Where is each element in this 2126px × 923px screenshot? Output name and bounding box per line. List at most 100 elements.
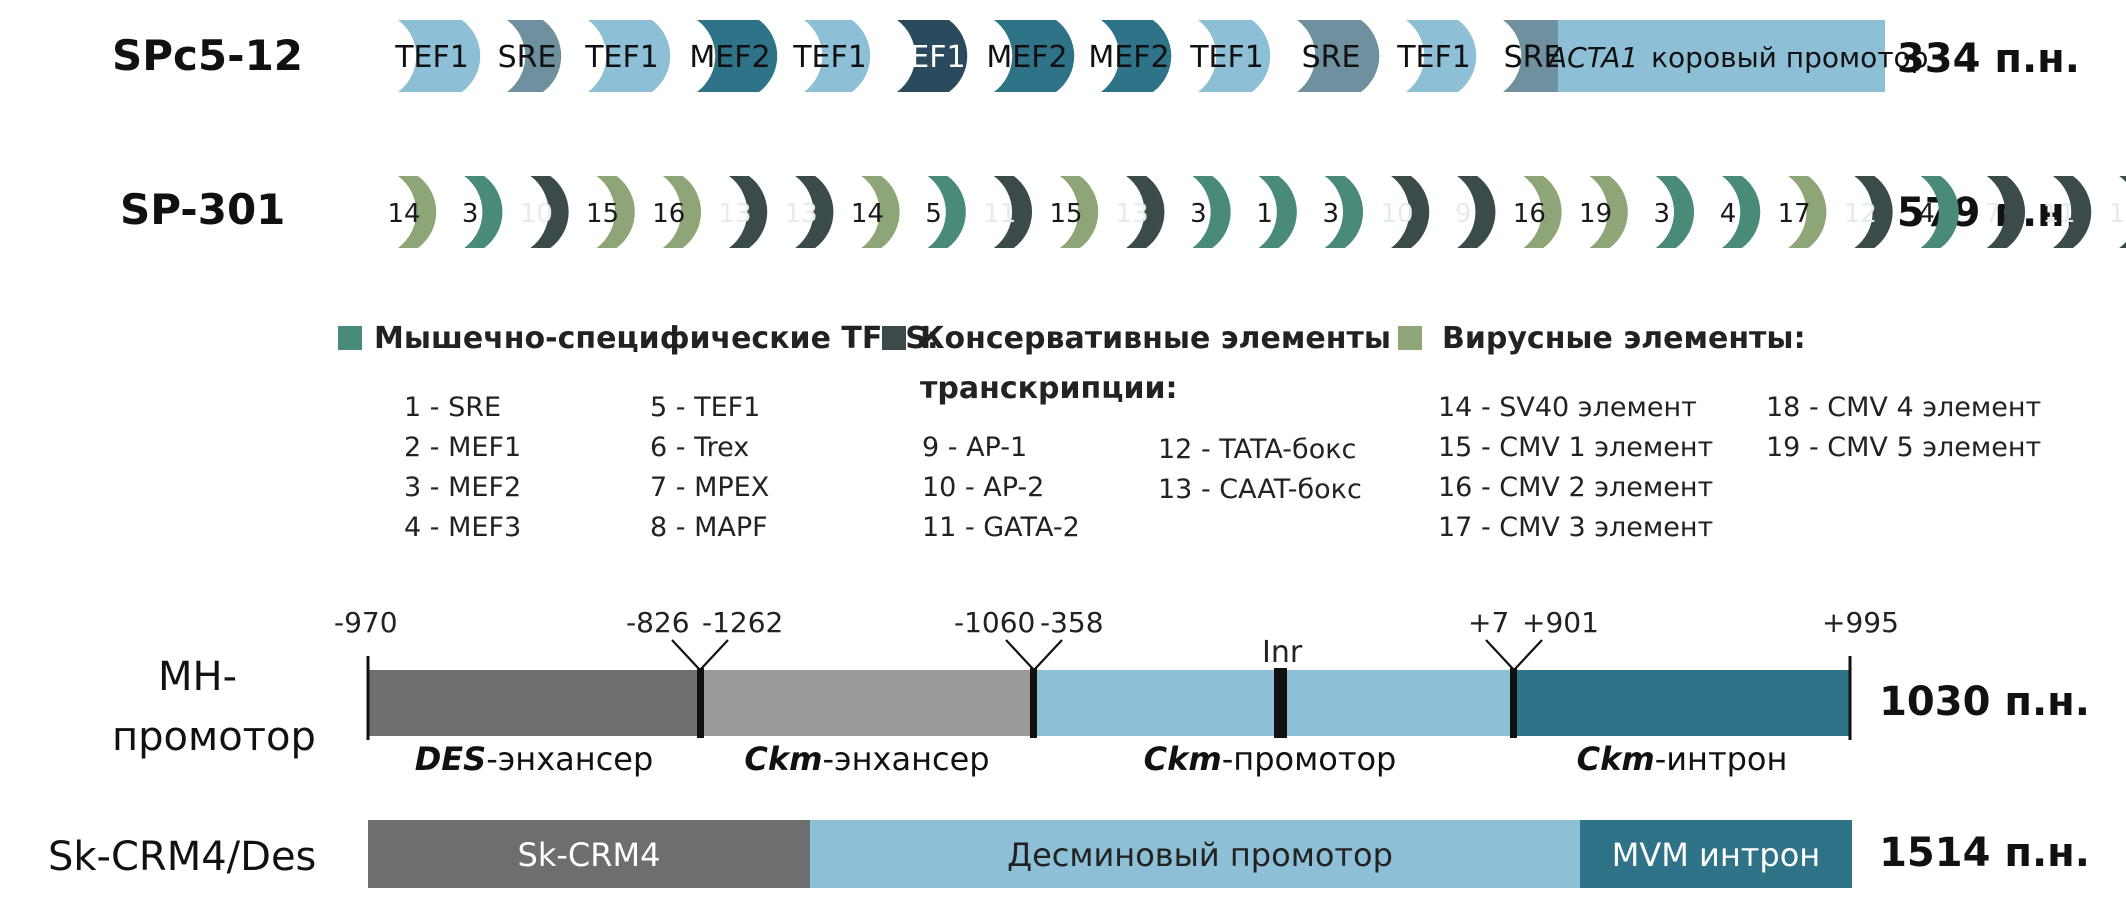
spc5-12-element: SRE <box>498 20 562 92</box>
spc5-12-element-label: TEF1 <box>584 40 659 75</box>
acta1-label: ACTA1 коровый промотор <box>1546 41 1928 74</box>
spc5-12-element-shape <box>1101 20 1172 92</box>
sp-301-element-label: 12 <box>1844 199 1877 229</box>
legend-muscle-swatch <box>338 326 362 350</box>
mh-label-rest: -интрон <box>1655 740 1788 778</box>
spc5-12-element-label: TEF1 <box>394 40 469 75</box>
sk-seg-sk-crm4 <box>368 820 810 888</box>
sp-301-element-label: 9 <box>1455 199 1472 229</box>
sp-301-element-shape <box>1126 176 1165 248</box>
spc5-12-element: SRE <box>1297 20 1380 92</box>
sp-301-element-shape <box>1457 176 1496 248</box>
spc5-12-element-shape <box>507 20 562 92</box>
sp-301-element-label: 11 <box>983 199 1016 229</box>
mh-coord: -358 <box>1040 606 1104 639</box>
sp-301-element: 19 <box>1579 176 1628 248</box>
spc5-12-element: TEF1 <box>1189 20 1271 92</box>
legend-viral-item: 15 - CMV 1 элемент <box>1438 432 1713 463</box>
sp-301-element: 16 <box>1513 176 1562 248</box>
mh-junction-v <box>1005 639 1063 672</box>
legend-muscle-item: 2 - MEF1 <box>404 432 521 463</box>
spc5-12-element: MEF2 <box>1088 20 1172 92</box>
mh-junction-bar <box>1030 668 1037 738</box>
sp-301-element-label: 1 <box>1256 199 1273 229</box>
spc5-12-element: TEF1 <box>1396 20 1477 92</box>
sp-301-element: 10 <box>520 176 569 248</box>
legend-viral-item: 16 - CMV 2 элемент <box>1438 472 1713 503</box>
sp-301-element-label: 17 <box>1778 199 1811 229</box>
sp-301-element-shape <box>464 176 503 248</box>
sp-301-element-shape <box>1986 176 2026 248</box>
mh-label-italic: Ckm <box>1144 740 1222 778</box>
mh-seg-ckm-intron <box>1514 670 1850 736</box>
mh-label-ckm-intron: Ckm-интрон <box>1577 740 1788 778</box>
sp-301-element-label: 14 <box>851 199 884 229</box>
legend-viral-item: 19 - CMV 5 элемент <box>1766 432 2041 463</box>
spc5-12-element-label: SRE <box>1504 40 1563 75</box>
spc5-12-element-label: MEF2 <box>689 40 770 75</box>
legend: Мышечно-специфические TFBS: 1 - SRE 2 - … <box>338 321 2041 543</box>
sp-301-element: 10 <box>1380 176 1430 248</box>
mh-coord: +901 <box>1522 606 1599 639</box>
spc5-12-name: SPc5-12 <box>112 31 303 80</box>
spc5-12-element-label: TEF1 <box>1189 40 1264 75</box>
sp-301-name: SP-301 <box>120 185 285 234</box>
sp-301-element-label: 13 <box>1116 199 1149 229</box>
sk-crm4-size: 1514 п.н. <box>1879 830 2090 876</box>
mh-junction-bar <box>1510 668 1517 738</box>
legend-conserved-item: 12 - TATA-бокс <box>1158 434 1356 465</box>
mh-coord: -1060 <box>954 606 1035 639</box>
mh-inr-bar <box>1274 668 1287 738</box>
spc5-12-element-label: SRE <box>498 40 557 75</box>
sk-seg-desmin-promoter <box>810 820 1580 888</box>
sp-301-element-label: 15 <box>586 199 619 229</box>
sp-301-element-label: 11 <box>2042 199 2075 229</box>
sp-301-element-shape <box>729 176 768 248</box>
sp-301-element-label: 13 <box>718 199 751 229</box>
legend-conserved-title-2: транскрипции: <box>920 371 1177 406</box>
legend-muscle-item: 6 - Trex <box>650 432 749 463</box>
mh-label-rest: -энхансер <box>823 740 990 778</box>
sp-301-element-shape <box>795 176 834 248</box>
sp-301-element-shape <box>1854 176 1893 248</box>
spc5-12-element: TEF1 <box>792 20 871 92</box>
sp-301-element-label: 10 <box>520 199 553 229</box>
sp-301-element-shape <box>1523 176 1562 248</box>
spc5-12-element: TEF1 <box>584 20 671 92</box>
mh-coord: -826 <box>626 606 690 639</box>
sp-301-element: 3 <box>1323 176 1364 248</box>
legend-muscle-item: 5 - TEF1 <box>650 392 760 423</box>
spc5-12-element: TEF1 <box>394 20 481 92</box>
sp-301-element-shape <box>927 176 966 248</box>
sp-301-element-shape <box>1589 176 1628 248</box>
sp-301-element-shape <box>1722 176 1761 248</box>
sp-301-element-shape <box>596 176 635 248</box>
sp-301-element-label: 10 <box>1380 199 1413 229</box>
sk-label-sk-crm4: Sk-CRM4 <box>518 836 661 874</box>
sp-301-element: 4 <box>1918 176 1959 248</box>
sp-301-element: 4 <box>1720 176 1761 248</box>
sp-301-element-label: 4 <box>1918 199 1935 229</box>
mh-promoter-map: -970 -826 -1262 -1060 -358 +7 +901 +995 … <box>334 606 1899 778</box>
sp-301-element: 1 <box>1256 176 1297 248</box>
sp-301-element-label: 12 <box>2109 199 2126 229</box>
acta1-core-text: коровый промотор <box>1651 41 1928 74</box>
spc5-12-element-shape <box>398 20 481 92</box>
sp-301-element-shape <box>2053 176 2092 248</box>
sp-301-element-shape <box>1324 176 1364 248</box>
sp-301-element-label: 3 <box>1654 199 1671 229</box>
spc5-12-element-shape <box>697 20 778 92</box>
spc5-12-size: 334 п.н. <box>1897 36 2080 82</box>
mh-coord: -1262 <box>702 606 783 639</box>
sp-301-element-shape <box>1920 176 1959 248</box>
mh-coord: -970 <box>334 606 398 639</box>
mh-label-rest: -промотор <box>1222 740 1397 778</box>
legend-conserved-item: 11 - GATA-2 <box>922 512 1080 543</box>
sp-301-element-shape <box>398 176 437 248</box>
sp-301-element-label: 7 <box>1985 199 2002 229</box>
spc5-12-element-shape <box>1297 20 1380 92</box>
legend-viral-item: 14 - SV40 элемент <box>1438 392 1697 423</box>
